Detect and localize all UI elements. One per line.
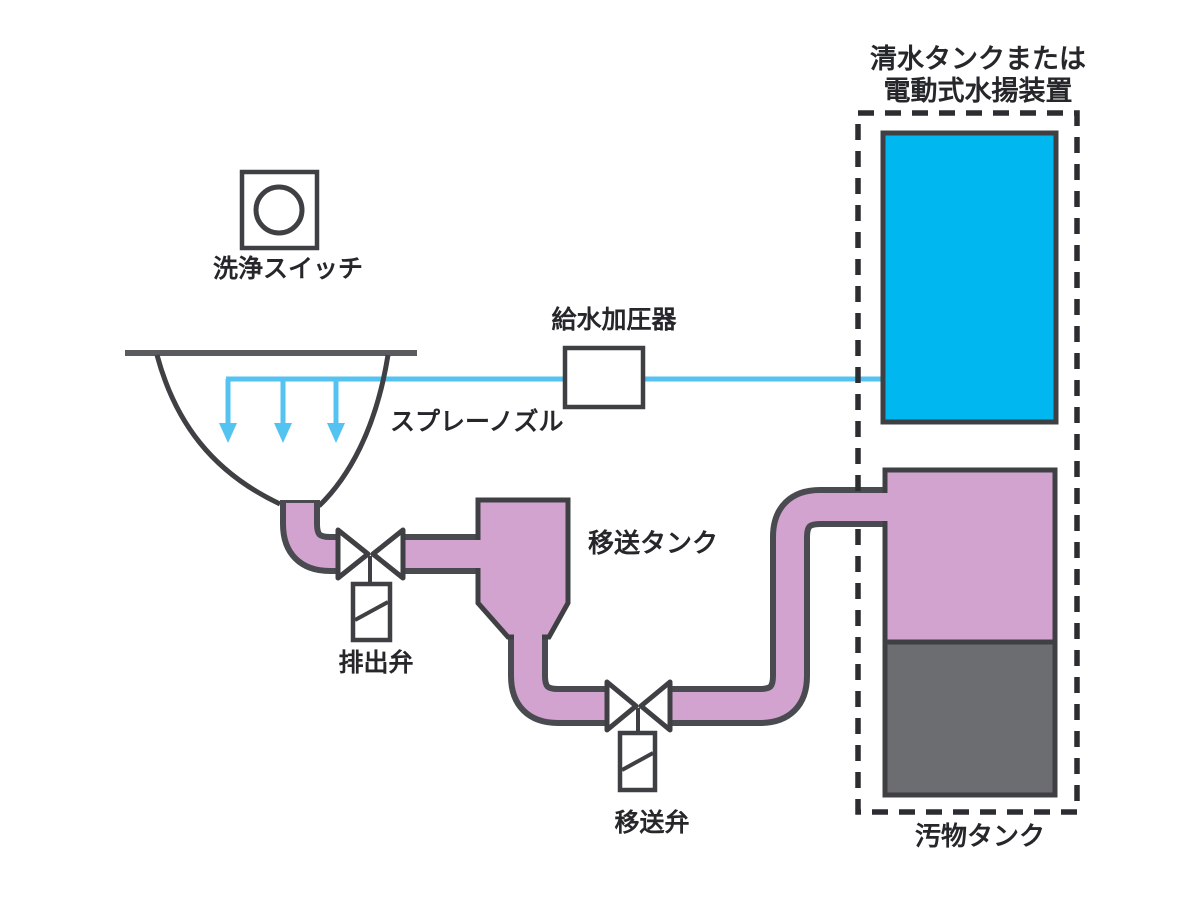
valve-left-triangle-icon [604,679,639,733]
tank-assembly-boundary [855,110,1080,815]
tank-assembly-title-line1: 清水タンクまたは [870,44,1086,75]
fresh-water-tank [880,130,1059,425]
toilet-bowl [125,350,417,508]
valve-actuator-diagonal [621,751,654,772]
spray-arrowhead-icon [327,423,345,443]
drain-pipe-interior [286,503,492,568]
waste-tank-lower-fill [885,642,1055,795]
valve-left-triangle-icon [335,527,371,581]
toilet-bowl-right-wall [317,354,391,508]
toilet-bowl-left-wall [154,354,282,507]
waste-tank-label: 汚物タンク [915,822,1045,852]
pipe-interiors [286,493,900,720]
tank-assembly-title-line2: 電動式水揚装置 [884,76,1073,107]
waste-tank-outline [882,467,1058,798]
valve-actuator-diagonal [354,600,389,622]
valve-right-triangle-icon [638,679,673,733]
waste-tank [882,467,1058,798]
spray-arrowhead-icon [219,423,237,443]
spray-nozzle-label: スプレーノズル [390,407,564,436]
spray-arrowheads [219,423,345,443]
transfer-tank-label: 移送タンク [588,529,718,559]
valve-right-triangle-icon [370,527,406,581]
transfer-tank [475,497,571,640]
spray-arrowhead-icon [274,423,292,443]
wash-switch [239,169,320,251]
wash-switch-label: 洗浄スイッチ [213,254,363,283]
wash-switch-button-icon [253,184,305,236]
transfer-pipe-interior [514,493,900,720]
pressurizer-box [562,345,646,410]
discharge-valve-label: 排出弁 [338,648,413,677]
waste-tank-upper-fill [885,470,1055,642]
spray-water-line [225,376,886,426]
transfer-valve [604,679,673,793]
transfer-valve-label: 移送弁 [614,808,689,837]
discharge-valve [335,527,406,643]
pressurizer-label: 給水加圧器 [551,305,677,334]
